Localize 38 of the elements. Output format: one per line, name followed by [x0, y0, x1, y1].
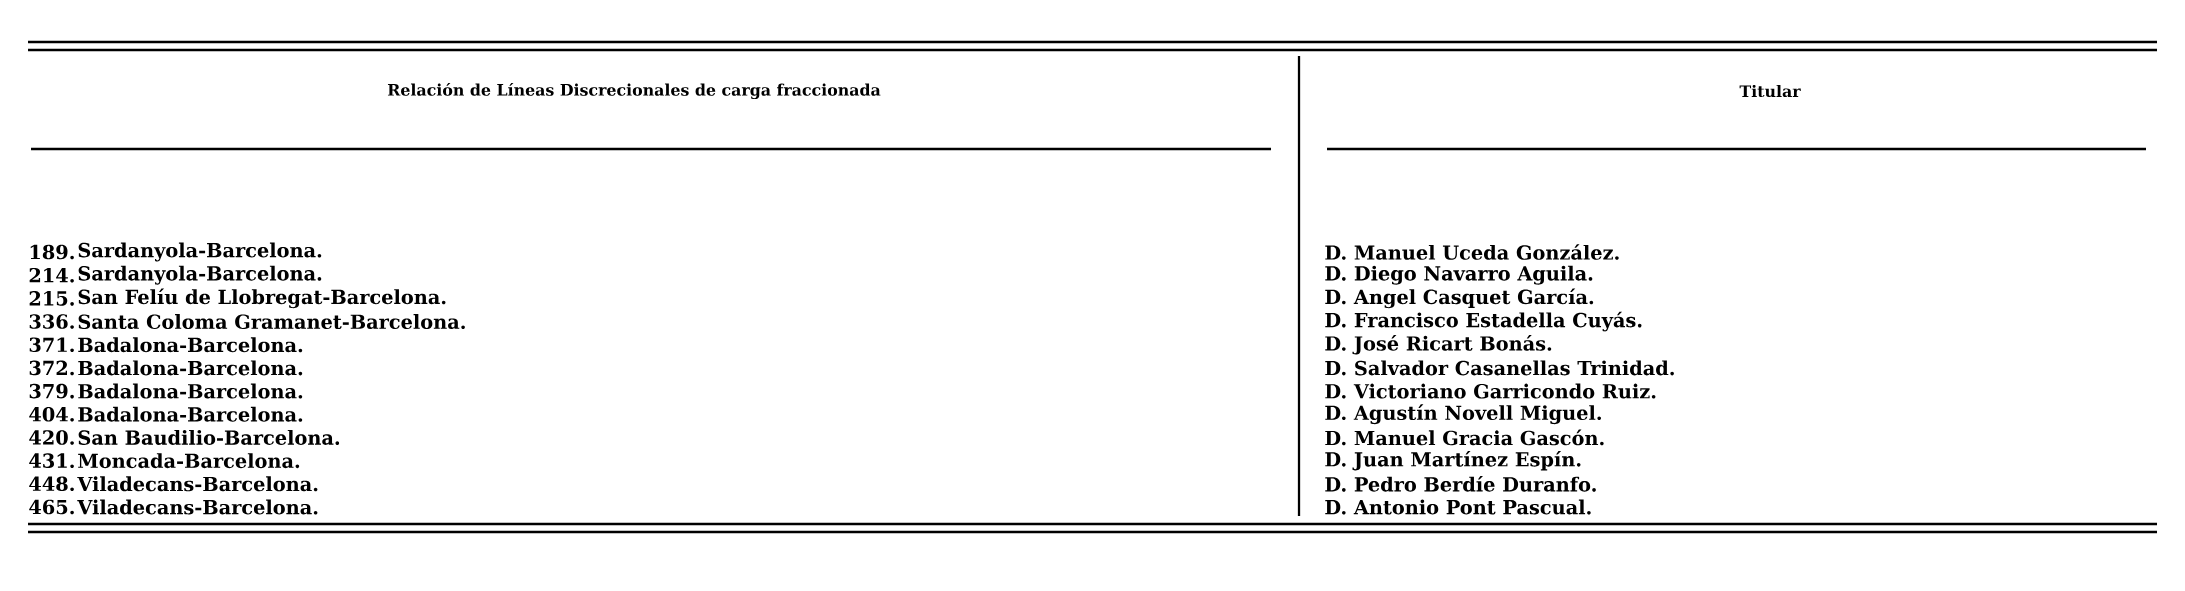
line-number: 465.	[29, 499, 74, 515]
line-number: 404.	[29, 406, 74, 422]
holder-name: D. Antonio Pont Pascual.	[1325, 499, 1591, 515]
holder-name: D. Victoriano Garricondo Ruiz.	[1325, 383, 1656, 399]
route-name: San Felíu de Llobregat-Barcelona.	[78, 288, 446, 309]
line-number: 215.	[29, 291, 74, 306]
column-header: Relación de Líneas Discrecionales de carga fraccionada	[387, 82, 881, 100]
route-name: Badalona-Barcelona.	[78, 406, 303, 422]
route-name: Sardanyola-Barcelona.	[78, 242, 322, 262]
holder-name: D. Manuel Gracia Gascón.	[1325, 429, 1604, 446]
holder-name: D. Diego Navarro Aguila.	[1325, 265, 1593, 285]
holder-name: D. Francisco Estadella Cuyás.	[1325, 311, 1642, 332]
line-number: 379.	[29, 383, 74, 399]
holder-name: D. Agustín Novell Miguel.	[1325, 404, 1601, 425]
line-number: 431.	[29, 453, 74, 468]
line-number: 214.	[29, 267, 74, 283]
holder-name: D. Juan Martínez Espín.	[1325, 450, 1581, 471]
route-name: Moncada-Barcelona.	[78, 453, 300, 469]
route-name: Badalona-Barcelona.	[78, 337, 303, 353]
route-name: Santa Coloma Gramanet-Barcelona.	[78, 314, 465, 330]
holder-name: D. Salvador Casanellas Trinidad.	[1325, 360, 1674, 376]
route-name: Viladecans-Barcelona.	[77, 499, 318, 515]
holder-name: D. José Ricart Bonás.	[1325, 335, 1552, 355]
column-header: Titular	[1739, 84, 1801, 98]
route-name: San Baudilio-Barcelona.	[78, 429, 340, 445]
line-number: 420.	[29, 430, 74, 445]
route-name: Badalona-Barcelona.	[78, 360, 303, 376]
line-number: 336.	[29, 314, 74, 329]
line-number: 371.	[29, 337, 74, 353]
route-name: Sardanyola-Barcelona.	[78, 265, 322, 285]
route-name: Badalona-Barcelona.	[78, 383, 303, 399]
route-name: Viladecans-Barcelona.	[77, 476, 318, 492]
line-number: 372.	[29, 360, 74, 376]
holder-name: D. Pedro Berdíe Duranfo.	[1325, 475, 1596, 492]
line-number: 448.	[29, 476, 74, 492]
holder-name: D. Manuel Uceda González.	[1325, 244, 1619, 260]
holder-name: D. Angel Casquet García.	[1325, 288, 1594, 309]
line-number: 189.	[30, 244, 74, 260]
